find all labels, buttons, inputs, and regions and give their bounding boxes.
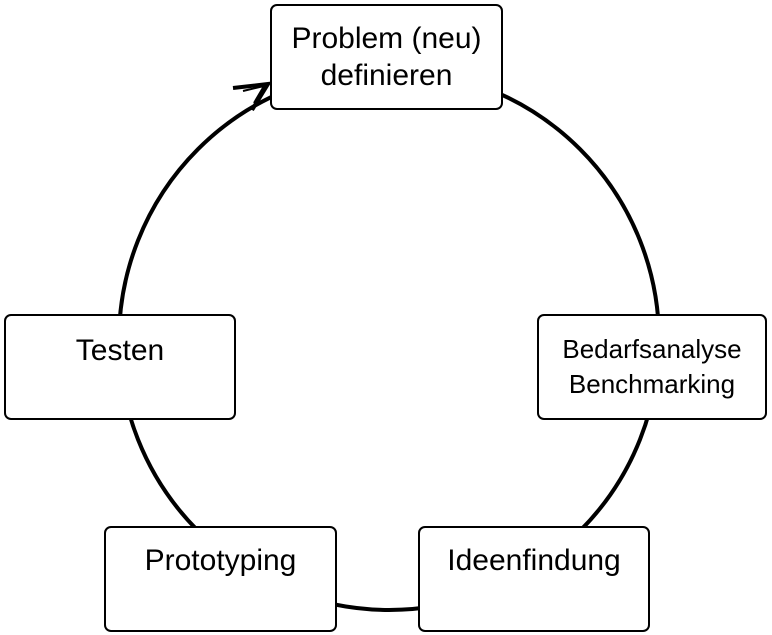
step-testen-label: Testen — [75, 334, 165, 367]
step-ideen-label: Ideenfindung — [447, 544, 621, 577]
cycle-arrowhead-icon — [232, 81, 272, 112]
step-proto-label: Prototyping — [144, 544, 297, 577]
step-ideenfindung: Ideenfindung — [418, 526, 650, 632]
step-prototyping: Prototyping — [104, 526, 337, 632]
cycle-arrowhead-inner — [242, 84, 267, 104]
step-bedarf-line1: Bedarfsanalyse — [562, 334, 742, 364]
step-problem-line2: definieren — [320, 59, 453, 92]
step-bedarfsanalyse: Bedarfsanalyse Benchmarking — [537, 314, 767, 420]
step-problem-definieren: Problem (neu) definieren — [270, 4, 503, 110]
step-testen: Testen — [4, 314, 236, 420]
step-bedarf-line2: Benchmarking — [568, 369, 736, 399]
step-problem-line1: Problem (neu) — [291, 22, 482, 55]
